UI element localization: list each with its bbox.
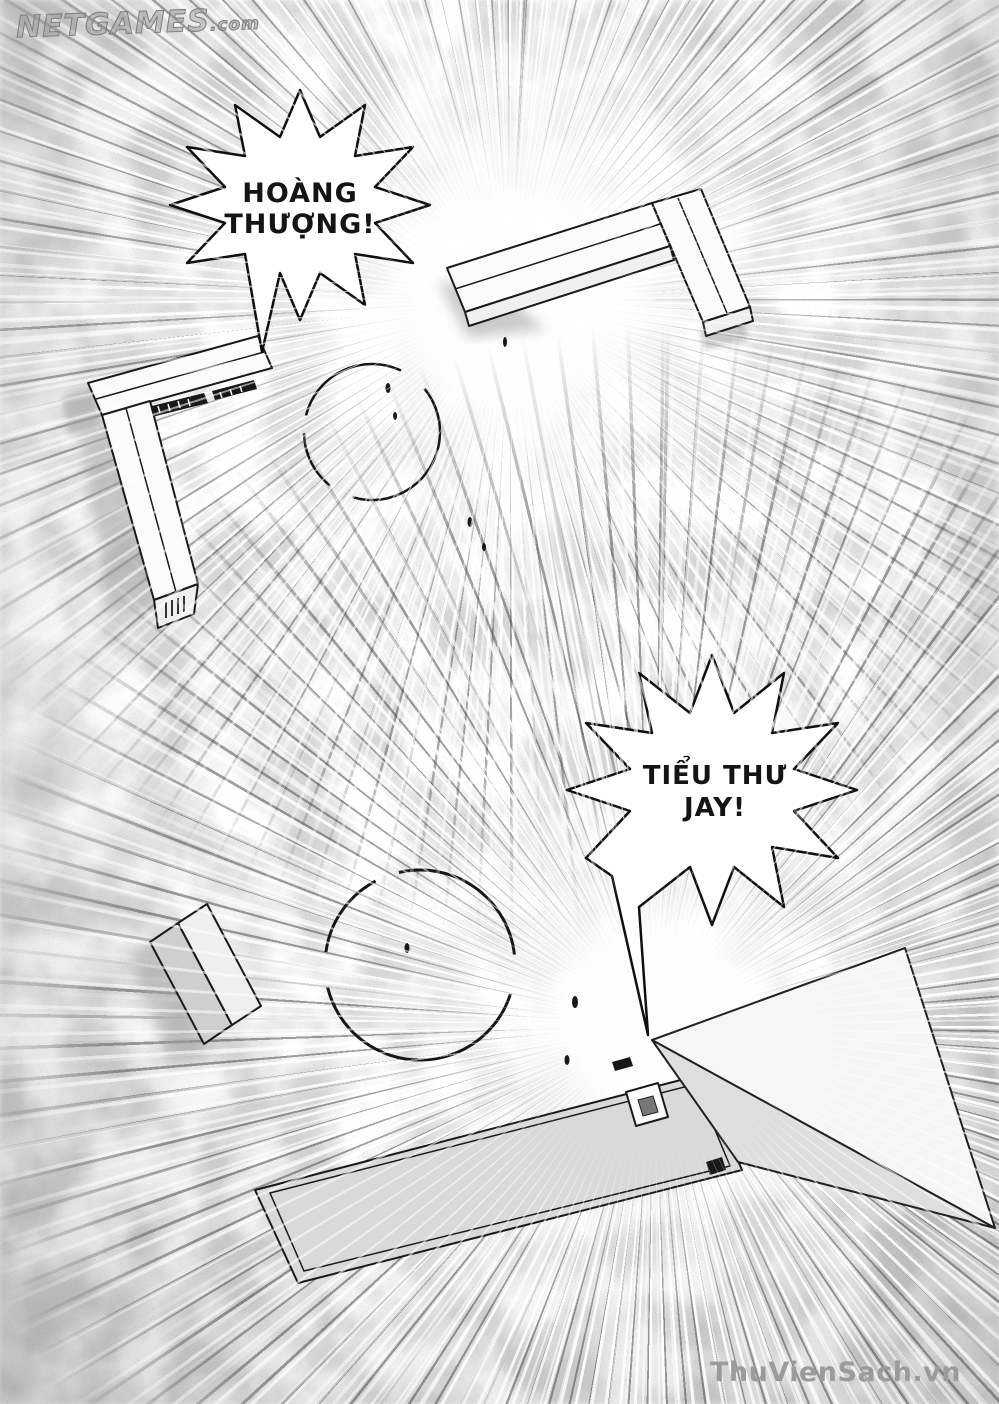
speech-text-emperor-line2: THƯỢNG! — [224, 209, 376, 240]
speech-text-jay-line2: JAY! — [684, 793, 746, 823]
speech-text-emperor-line1: HOÀNG — [242, 178, 358, 209]
speech-text-emperor: HOÀNG THƯỢNG! — [185, 178, 415, 240]
speech-text-jay-line1: TIỂU THƯ — [642, 761, 788, 791]
watermark-top-suffix: .com — [209, 13, 261, 36]
watermark-top-brand: NETGAMES — [15, 3, 211, 46]
watermark-bottom: ThuVienSach.vn — [709, 1357, 961, 1388]
speech-text-jay: TIỂU THƯ JAY! — [590, 760, 840, 824]
